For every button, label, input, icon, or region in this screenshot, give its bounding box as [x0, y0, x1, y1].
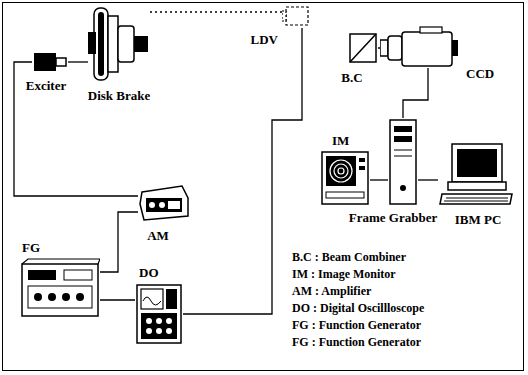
signal-cable	[370, 179, 388, 180]
device-label: LDV	[251, 32, 278, 47]
disk-brake: Disk Brake	[88, 6, 150, 82]
ccd-camera: CCD	[380, 26, 460, 68]
exciter: Exciter	[32, 50, 68, 74]
abbreviation-note: FG : Function Generator	[292, 318, 421, 332]
device-label: B.C	[341, 70, 362, 85]
digital-oscilloscope-icon	[135, 283, 183, 345]
frame-grabber: Frame Grabber	[388, 118, 418, 206]
signal-cable	[100, 299, 135, 300]
function-generator-icon	[20, 258, 100, 318]
signal-cable	[403, 68, 428, 118]
image-monitor: IM	[320, 150, 370, 206]
function-generator: FG	[20, 258, 100, 318]
abbreviation-note: IM : Image Monitor	[292, 267, 396, 281]
amplifier-icon	[138, 182, 190, 222]
device-label: Disk Brake	[88, 88, 150, 103]
ldv-device-icon	[282, 4, 310, 28]
abbreviation-note: B.C : Beam Combiner	[292, 250, 406, 264]
exciter-icon	[32, 50, 68, 74]
beam-combiner-icon	[348, 32, 378, 64]
device-label: DO	[139, 265, 159, 280]
signal-cable	[68, 61, 88, 62]
abbreviation-note: FG : Function Generator	[292, 335, 421, 349]
ibm-pc-icon	[438, 142, 514, 206]
disk-brake-icon	[88, 6, 150, 82]
device-label: CCD	[466, 66, 494, 81]
frame-grabber-icon	[388, 118, 418, 206]
ccd-camera-icon	[380, 26, 460, 68]
digital-oscilloscope: DO	[135, 283, 183, 345]
ibm-pc: IBM PC	[438, 142, 514, 206]
device-label: IM	[332, 133, 349, 148]
abbreviation-note: AM : Amplifier	[292, 284, 371, 298]
device-label: AM	[147, 228, 169, 243]
device-label: Exciter	[26, 78, 66, 93]
signal-cable	[418, 179, 438, 180]
beam-combiner: B.C	[348, 32, 378, 64]
device-label: Frame Grabber	[349, 210, 437, 225]
abbreviation-note: DO : Digital Oscillloscope	[292, 301, 424, 315]
amplifier: AM	[138, 182, 190, 222]
ldv-device: LDV	[282, 4, 310, 28]
laser-beam	[150, 11, 282, 12]
signal-cable	[14, 62, 138, 196]
signal-cable	[100, 212, 138, 272]
signal-cable	[183, 28, 302, 314]
device-label: FG	[22, 240, 40, 255]
device-label: IBM PC	[455, 212, 502, 227]
image-monitor-icon	[320, 150, 370, 206]
